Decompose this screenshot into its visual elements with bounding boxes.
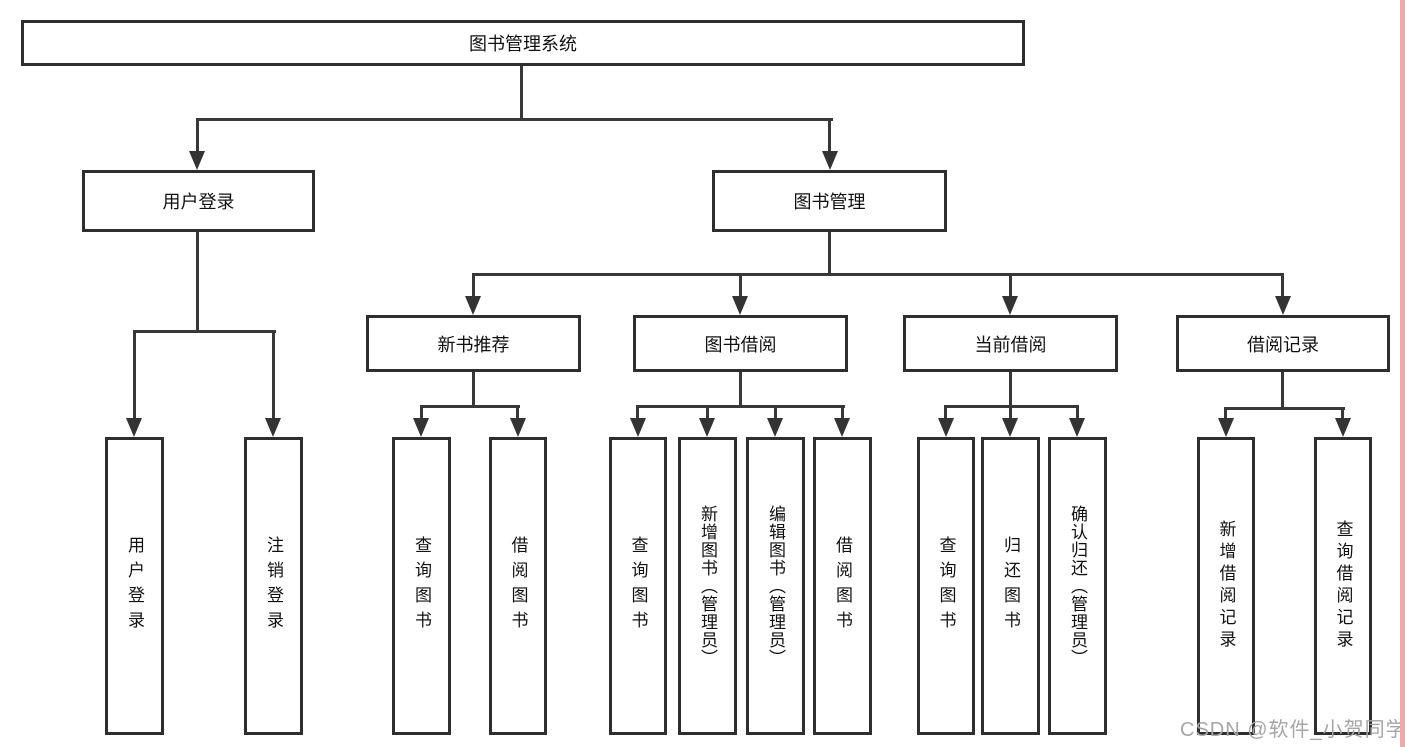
connector-shaft (841, 405, 844, 420)
leaf-label: 新增借阅记录 (1216, 520, 1236, 652)
connector-shaft (1076, 405, 1079, 420)
connector-shaft (1009, 405, 1012, 420)
arrow-down-icon (1275, 296, 1291, 315)
connector-trunk (472, 370, 475, 407)
leaf-label: 新增图书（管理员） (698, 505, 717, 667)
node-label: 图书管理系统 (469, 34, 577, 54)
arrow-down-icon (630, 418, 646, 437)
arrow-down-icon (1002, 418, 1018, 437)
connector-shaft (944, 405, 947, 420)
leaf-return-book: 归还图书 (981, 437, 1040, 735)
leaf-user-login: 用户登录 (105, 437, 164, 735)
leaf-borrow-books: 借阅图书 (813, 437, 872, 735)
leaf-label: 归还图书 (1001, 536, 1020, 636)
connector-trunk (739, 370, 742, 407)
connector-shaft (774, 405, 777, 420)
connector-shaft (706, 405, 709, 420)
node-label: 借阅记录 (1247, 334, 1319, 355)
leaf-label: 查询图书 (412, 536, 431, 636)
connector-shaft (133, 330, 136, 419)
leaf-label: 借阅图书 (508, 536, 528, 636)
connector-book-mgmt-trunk (828, 230, 831, 275)
node-borrow-records: 借阅记录 (1176, 315, 1390, 372)
connector-shaft (516, 405, 519, 420)
arrow-down-icon (189, 151, 205, 170)
connector-shaft (1341, 407, 1344, 420)
leaf-query-books-current: 查询图书 (917, 437, 975, 735)
arrow-down-icon (1335, 418, 1351, 437)
arrow-down-icon (1002, 296, 1018, 315)
connector-user-login-bar (133, 330, 276, 333)
connector-bar (636, 405, 845, 408)
arrow-down-icon (265, 418, 281, 437)
node-current-borrow: 当前借阅 (903, 315, 1118, 372)
arrow-down-icon (510, 418, 526, 437)
node-library-management-system: 图书管理系统 (21, 20, 1025, 66)
arrow-down-icon (699, 418, 715, 437)
leaf-borrow-books-recommend: 借阅图书 (489, 437, 547, 735)
arrow-down-icon (1069, 418, 1085, 437)
connector-root-trunk (520, 64, 523, 121)
connector-shaft (1009, 273, 1012, 298)
leaf-edit-book-admin: 编辑图书（管理员） (746, 437, 805, 735)
arrow-down-icon (938, 418, 954, 437)
arrow-down-icon (767, 418, 783, 437)
leaf-query-books-borrow: 查询图书 (609, 437, 667, 735)
arrow-down-icon (413, 418, 429, 437)
leaf-label: 查询图书 (936, 536, 956, 636)
leaf-label: 确认归还（管理员） (1068, 505, 1087, 667)
node-book-management: 图书管理 (712, 170, 947, 232)
connector-shaft (739, 273, 742, 298)
connector-shaft (196, 118, 199, 152)
connector-level3-bar (472, 273, 1284, 276)
leaf-query-borrow-record: 查询借阅记录 (1314, 437, 1372, 735)
leaf-add-book-admin: 新增图书（管理员） (678, 437, 737, 735)
node-label: 新书推荐 (437, 334, 510, 355)
connector-trunk (1009, 370, 1012, 407)
connector-shaft (636, 405, 639, 420)
connector-shaft (420, 405, 423, 420)
leaf-label: 注销登录 (264, 536, 283, 636)
connector-bar (1224, 407, 1345, 410)
leaf-label: 查询借阅记录 (1333, 520, 1353, 652)
leaf-label: 编辑图书（管理员） (766, 505, 785, 667)
connector-shaft (1224, 407, 1227, 420)
connector-user-login-trunk (196, 230, 199, 332)
connector-shaft (272, 330, 275, 419)
arrow-down-icon (1218, 418, 1234, 437)
node-label: 用户登录 (162, 192, 235, 212)
node-label: 当前借阅 (974, 334, 1047, 355)
node-user-login: 用户登录 (82, 170, 315, 232)
connector-shaft (1281, 273, 1284, 298)
arrow-down-icon (834, 418, 850, 437)
leaf-confirm-return-admin: 确认归还（管理员） (1048, 437, 1107, 735)
leaf-query-books-recommend: 查询图书 (392, 437, 451, 735)
leaf-add-borrow-record: 新增借阅记录 (1197, 437, 1255, 735)
leaf-label: 查询图书 (628, 536, 648, 636)
leaf-label: 借阅图书 (833, 536, 852, 636)
connector-shaft (472, 273, 475, 298)
csdn-watermark: CSDN @软件_小贺同学 (1180, 719, 1405, 741)
right-edge-strip (1400, 0, 1405, 747)
node-new-book-recommend: 新书推荐 (366, 315, 581, 372)
leaf-label: 用户登录 (125, 536, 144, 636)
arrow-down-icon (126, 418, 142, 437)
node-book-borrow: 图书借阅 (633, 315, 848, 372)
connector-level2-bar (196, 118, 833, 121)
node-label: 图书管理 (793, 192, 866, 212)
arrow-down-icon (732, 296, 748, 315)
arrow-down-icon (822, 151, 838, 170)
connector-shaft (828, 118, 831, 152)
node-label: 图书借阅 (704, 334, 777, 355)
arrow-down-icon (465, 296, 481, 315)
connector-trunk (1281, 370, 1284, 409)
connector-bar (420, 405, 520, 408)
leaf-logout: 注销登录 (244, 437, 303, 735)
